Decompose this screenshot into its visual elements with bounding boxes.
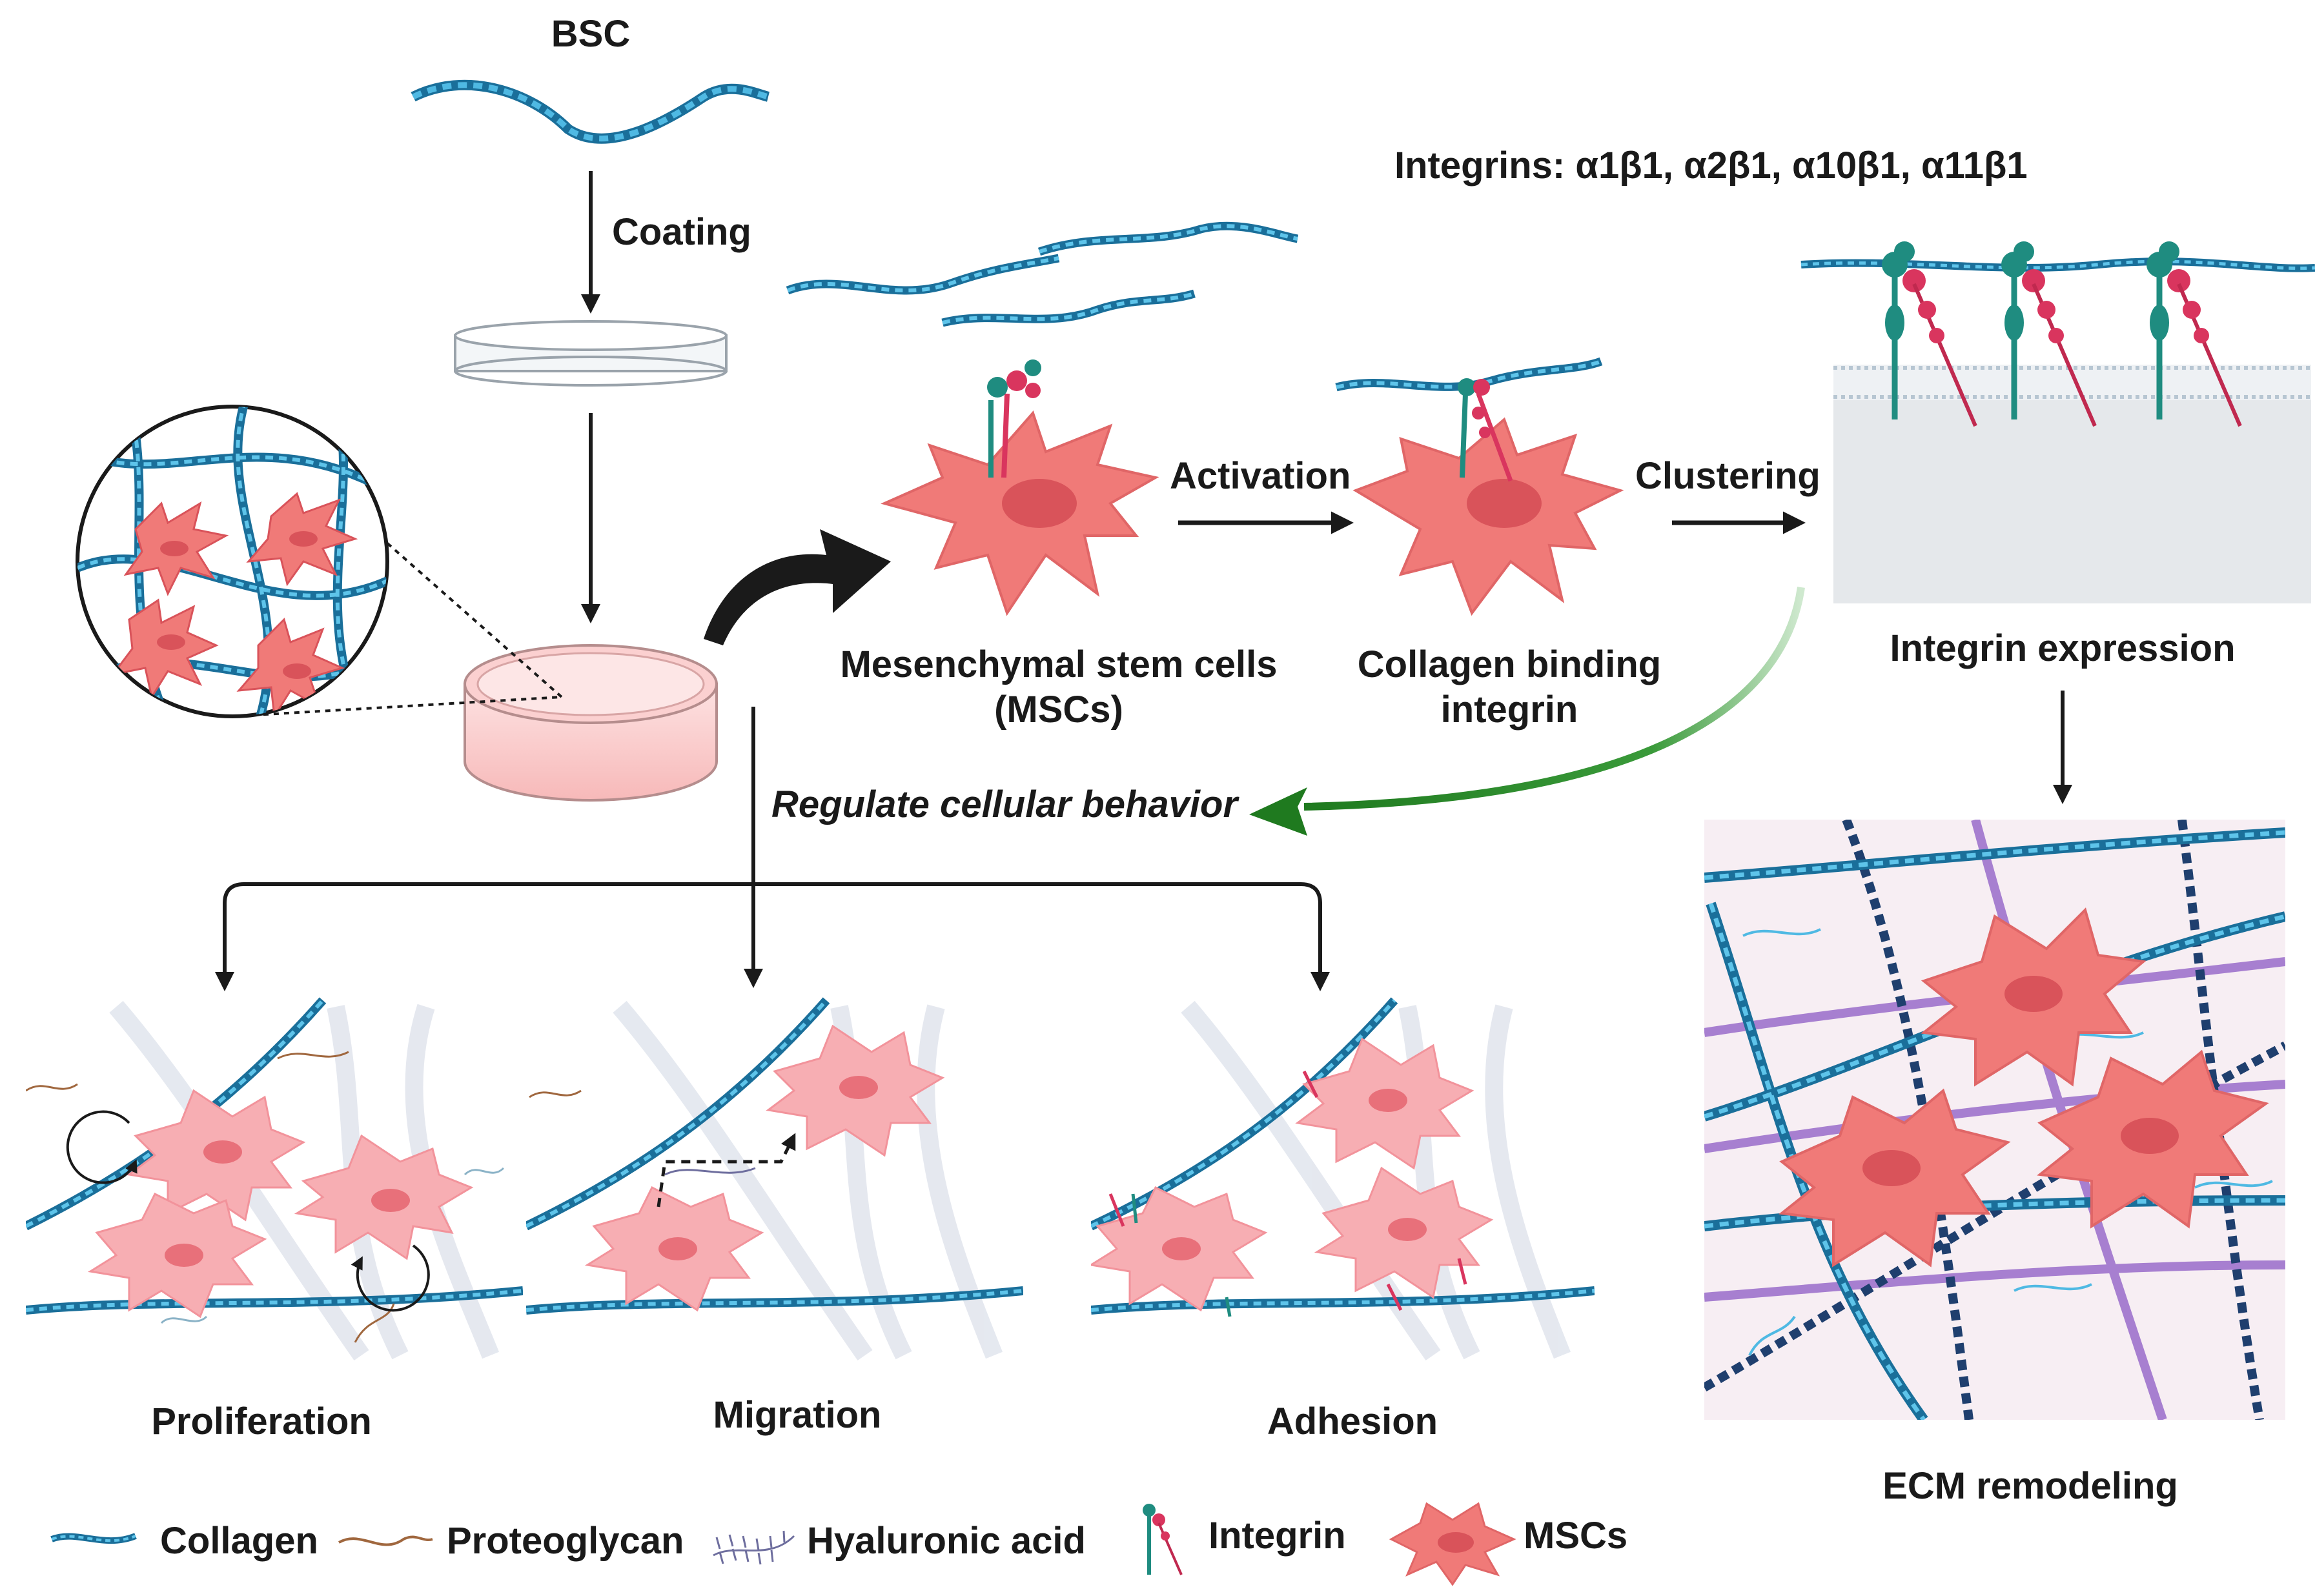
clustered-integrins [1882,241,2242,427]
empty-petri-dish [454,320,728,387]
legend-collagen-label: Collagen [160,1520,318,1562]
legend-mscs-label: MSCs [1524,1515,1628,1557]
mscs-caption-line1: Mesenchymal stem cells [840,643,1278,685]
adhesion-panel [1091,997,1595,1361]
legend-integrin-label: Integrin [1208,1515,1346,1557]
integrin-inactive [987,359,1041,478]
collagen-icon [50,1533,137,1544]
migration-panel [526,997,1023,1361]
coating-label: Coating [612,211,751,253]
mscs-caption-line2: (MSCs) [994,688,1123,731]
clustering-label: Clustering [1635,455,1820,497]
mscs-caption: Mesenchymal stem cells (MSCs) [840,642,1277,732]
legend-hyaluronic-acid-label: Hyaluronic acid [807,1520,1086,1562]
to-mscs-arrow [704,529,891,645]
legend-icons [50,1502,1516,1586]
msc-cell-bound [1352,417,1624,616]
proliferation-label: Proliferation [151,1400,372,1442]
behavior-branch-arrows [215,707,1330,991]
binding-caption-line1: Collagen binding [1357,643,1662,685]
regulate-behavior-label: Regulate cellular behavior [771,783,1238,825]
proteoglycan-icon [338,1535,433,1546]
ecm-remodeling-panel [1704,820,2285,1420]
green-arrow-head [1249,787,1307,836]
msc-icon [1389,1502,1516,1586]
integrin-icon [1143,1504,1183,1575]
regulate-green-arrow [1303,587,1805,811]
zoom-magnifier [76,405,563,718]
bsc-collagen-strand [411,79,770,144]
bound-collagen-strand [1335,357,1603,392]
integrin-active [1458,378,1513,482]
binding-caption-line2: integrin [1440,688,1578,731]
integrins-list-label: Integrins: α1β1, α2β1, α10β1, α11β1 [1394,145,2028,187]
bsc-label: BSC [551,13,631,55]
legend-proteoglycan-label: Proteoglycan [447,1520,684,1562]
free-collagen-strands [786,221,1299,327]
ecm-remodeling-label: ECM remodeling [1882,1465,2178,1507]
hyaluronic-acid-icon [713,1530,795,1565]
membrane-collagen-strand [1800,258,2315,272]
proliferation-panel [26,997,523,1361]
binding-integrin-caption: Collagen binding integrin [1358,642,1661,732]
activation-label: Activation [1170,455,1351,497]
adhesion-label: Adhesion [1267,1400,1438,1442]
msc-cell [881,410,1159,616]
coated-petri-dish [464,644,718,802]
migration-label: Migration [713,1394,882,1436]
cell-membrane-panel [1833,365,2311,603]
integrin-expression-label: Integrin expression [1890,627,2236,669]
